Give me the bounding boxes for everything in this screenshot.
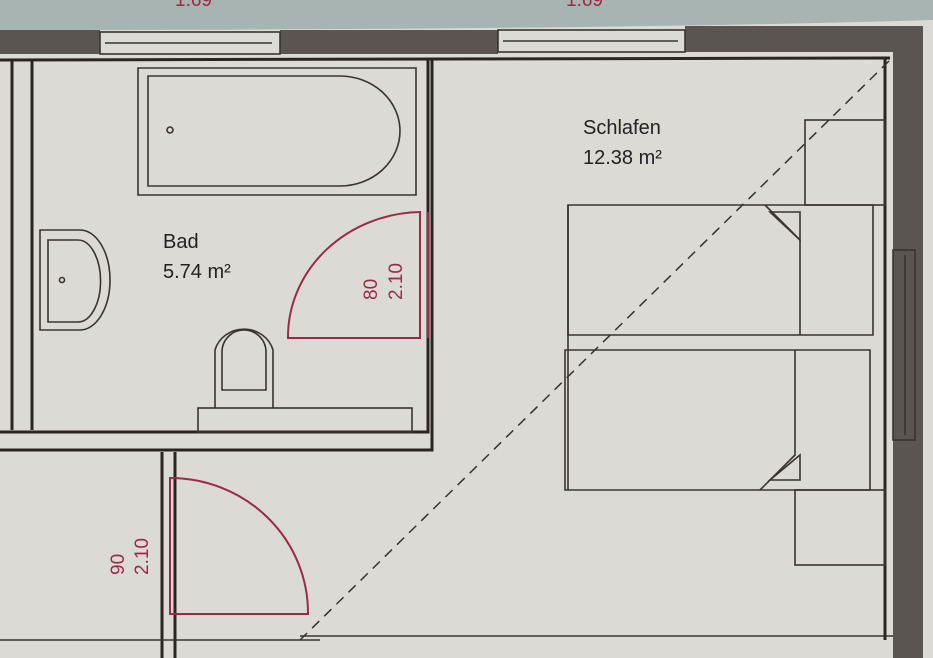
door-width: 80 [361,279,382,300]
sink [39,229,111,331]
door-width: 90 [108,554,129,575]
door-bad[interactable]: 80 2.10 [286,210,429,339]
background-edge [0,0,933,30]
room-name-bad: Bad [163,231,199,253]
room-area-bad: 5.74 m² [163,261,231,283]
room-area-schlafen: 12.38 m² [583,147,662,169]
exterior-wall-top [0,26,923,55]
door-schlafen[interactable]: 90 2.10 [108,476,310,615]
exterior-wall-right [892,26,923,658]
toilet [197,328,413,433]
top-dimension-2: 1.69 [566,0,603,11]
door-height: 2.10 [132,538,153,575]
nightstands [794,119,886,566]
bathtub [137,67,417,196]
top-dimension-1: 1.69 [175,0,212,11]
door-height: 2.10 [386,263,407,300]
room-name-schlafen: Schlafen [583,117,661,139]
